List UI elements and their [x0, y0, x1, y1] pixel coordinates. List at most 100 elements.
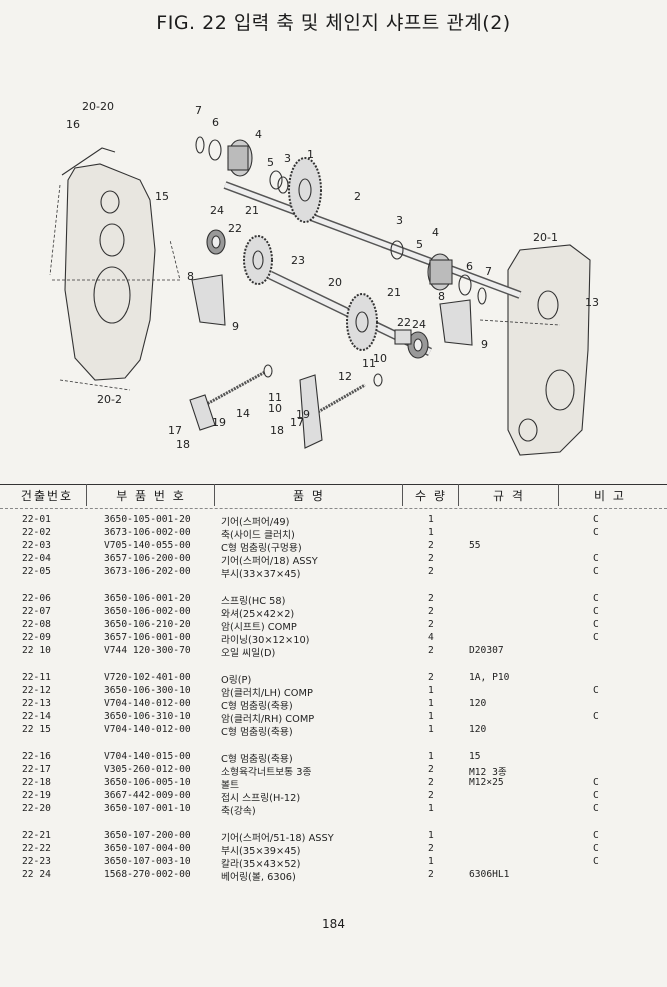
- svg-text:10: 10: [268, 402, 282, 415]
- svg-text:5: 5: [267, 156, 274, 169]
- cell-spec: M12 3종: [469, 767, 507, 778]
- cell-name: 암(클러치/LH) COMP: [221, 688, 313, 699]
- cell-name: 와셔(25×42×2): [221, 609, 295, 620]
- cell-qty: 2: [428, 593, 434, 604]
- cell-name: 축(사이드 클러치): [221, 530, 295, 541]
- exploded-parts-diagram: 20-20 16 7 6 4 5 3 1 2 15 24 21 22 3 4 5…: [49, 100, 599, 456]
- col-divider: [86, 484, 87, 506]
- svg-text:1: 1: [307, 148, 314, 161]
- cell-qty: 2: [428, 777, 434, 788]
- svg-text:22: 22: [397, 316, 411, 329]
- svg-text:7: 7: [485, 265, 492, 278]
- cell-spec: 55: [469, 540, 481, 551]
- cell-note: C: [593, 711, 599, 722]
- page-title: FIG. 22 입력 축 및 체인지 샤프트 관계(2): [156, 12, 511, 34]
- cell-spec: 15: [469, 751, 481, 762]
- cell-pn: V744 120-300-70: [104, 645, 191, 656]
- cell-pn: 3650-106-002-00: [104, 606, 191, 617]
- cell-pn: 3650-105-001-20: [104, 514, 191, 525]
- cell-qty: 2: [428, 764, 434, 775]
- cell-name: O링(P): [221, 675, 252, 686]
- svg-text:2: 2: [354, 190, 361, 203]
- cell-name: C형 멈춤링(축용): [221, 727, 293, 738]
- svg-text:9: 9: [232, 320, 239, 333]
- cell-no: 22-22: [22, 843, 51, 854]
- table-top-rule: [0, 484, 667, 485]
- svg-text:3: 3: [284, 152, 291, 165]
- svg-text:20-20: 20-20: [82, 100, 114, 113]
- cell-no: 22-07: [22, 606, 51, 617]
- cell-note: C: [593, 619, 599, 630]
- cell-name: 스프링(HC 58): [221, 596, 286, 607]
- cell-note: C: [593, 553, 599, 564]
- cell-spec: 6306HL1: [469, 869, 510, 880]
- cell-pn: V720-102-401-00: [104, 672, 191, 683]
- cell-name: 베어링(볼, 6306): [221, 872, 296, 883]
- cell-qty: 1: [428, 830, 434, 841]
- cell-name: 기어(스퍼어/49): [221, 517, 290, 528]
- col-divider: [402, 484, 403, 506]
- svg-text:11: 11: [362, 357, 376, 370]
- svg-text:6: 6: [212, 116, 219, 129]
- svg-text:20-2: 20-2: [97, 393, 122, 406]
- svg-text:18: 18: [270, 424, 284, 437]
- cell-spec: 120: [469, 724, 487, 735]
- cell-note: C: [593, 777, 599, 788]
- svg-text:20: 20: [328, 276, 342, 289]
- header-qty: 수 량: [415, 489, 447, 503]
- cell-no: 22 24: [22, 869, 51, 880]
- cell-note: C: [593, 790, 599, 801]
- col-divider: [558, 484, 559, 506]
- cell-no: 22-09: [22, 632, 51, 643]
- svg-text:8: 8: [438, 290, 445, 303]
- svg-text:5: 5: [416, 238, 423, 251]
- cell-qty: 2: [428, 553, 434, 564]
- svg-text:6: 6: [466, 260, 473, 273]
- svg-text:21: 21: [387, 286, 401, 299]
- cell-pn: 3650-106-001-20: [104, 593, 191, 604]
- cell-qty: 1: [428, 698, 434, 709]
- cell-no: 22-05: [22, 566, 51, 577]
- svg-text:17: 17: [168, 424, 182, 437]
- svg-text:20-1: 20-1: [533, 231, 558, 244]
- cell-no: 22-12: [22, 685, 51, 696]
- svg-text:23: 23: [291, 254, 305, 267]
- svg-text:4: 4: [432, 226, 439, 239]
- cell-note: C: [593, 803, 599, 814]
- cell-name: 암(클러치/RH) COMP: [221, 714, 315, 725]
- cell-no: 22-02: [22, 527, 51, 538]
- cell-name: 라이닝(30×12×10): [221, 635, 310, 646]
- cell-name: 접시 스프링(H-12): [221, 793, 301, 804]
- svg-text:3: 3: [396, 214, 403, 227]
- header-spec: 규 격: [493, 489, 525, 503]
- svg-text:4: 4: [255, 128, 262, 141]
- cell-pn: 1568-270-002-00: [104, 869, 191, 880]
- col-divider: [458, 484, 459, 506]
- cell-qty: 2: [428, 790, 434, 801]
- svg-text:10: 10: [373, 352, 387, 365]
- cell-note: C: [593, 514, 599, 525]
- cell-qty: 2: [428, 540, 434, 551]
- cell-qty: 2: [428, 869, 434, 880]
- svg-text:8: 8: [187, 270, 194, 283]
- cell-no: 22-08: [22, 619, 51, 630]
- cell-no: 22-03: [22, 540, 51, 551]
- cell-spec: 120: [469, 698, 487, 709]
- cell-no: 22-11: [22, 672, 51, 683]
- cell-pn: V704-140-015-00: [104, 751, 191, 762]
- cell-name: C형 멈춤링(축용): [221, 701, 293, 712]
- cell-no: 22-17: [22, 764, 51, 775]
- cell-pn: 3650-106-300-10: [104, 685, 191, 696]
- cell-qty: 4: [428, 632, 434, 643]
- header-part-number: 부 품 번 호: [116, 489, 186, 503]
- cell-qty: 1: [428, 527, 434, 538]
- cell-spec: M12×25: [469, 777, 504, 788]
